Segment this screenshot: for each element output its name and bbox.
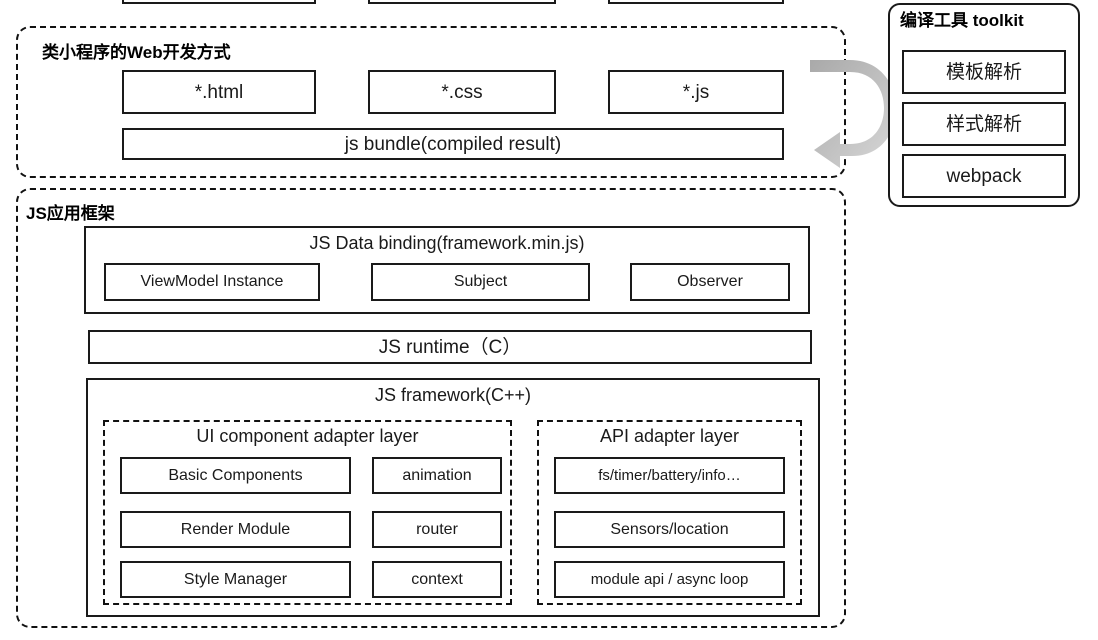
file-box-js-label: *.js <box>682 81 710 103</box>
cut-off-box-2 <box>368 0 556 4</box>
ui-adapter-item-render-module[interactable]: Render Module <box>120 511 351 548</box>
file-box-js[interactable]: *.js <box>608 70 784 114</box>
api-adapter-layer <box>537 420 802 605</box>
js-bundle-box[interactable]: js bundle(compiled result) <box>122 128 784 160</box>
js-bundle-label: js bundle(compiled result) <box>344 133 562 155</box>
api-adapter-item-module-api-async-loop-label: module api / async loop <box>590 571 749 588</box>
ui-adapter-item-router-label: router <box>416 520 458 538</box>
toolkit-item-webpack-label: webpack <box>946 165 1022 187</box>
ui-adapter-item-basic-components-label: Basic Components <box>168 466 303 484</box>
ui-adapter-item-style-manager-label: Style Manager <box>183 570 288 588</box>
cut-off-box-1 <box>122 0 316 4</box>
api-adapter-item-module-api-async-loop[interactable]: module api / async loop <box>554 561 785 598</box>
file-box-html-label: *.html <box>194 81 244 103</box>
file-box-html[interactable]: *.html <box>122 70 316 114</box>
ui-adapter-item-context[interactable]: context <box>372 561 502 598</box>
js-runtime-box[interactable]: JS runtime（C） <box>88 330 812 364</box>
file-box-css-label: *.css <box>441 81 483 103</box>
binding-item-subject-label: Subject <box>453 273 508 290</box>
ui-adapter-item-style-manager[interactable]: Style Manager <box>120 561 351 598</box>
js-framework-cpp-caption: JS framework(C++) <box>374 385 532 405</box>
toolkit-section-title: 编译工具 toolkit <box>900 11 1024 30</box>
ui-adapter-item-router[interactable]: router <box>372 511 502 548</box>
ui-adapter-item-basic-components[interactable]: Basic Components <box>120 457 351 494</box>
api-adapter-item-fs-timer-battery-info[interactable]: fs/timer/battery/info… <box>554 457 785 494</box>
ui-component-adapter-layer <box>103 420 512 605</box>
web-dev-section-title: 类小程序的Web开发方式 <box>42 43 231 62</box>
js-framework-section-title: JS应用框架 <box>26 204 115 223</box>
toolkit-item-template-parse-label: 模板解析 <box>945 61 1022 83</box>
api-adapter-item-fs-timer-battery-info-label: fs/timer/battery/info… <box>598 467 741 484</box>
api-adapter-item-sensors-location[interactable]: Sensors/location <box>554 511 785 548</box>
api-adapter-layer-caption: API adapter layer <box>599 426 740 446</box>
toolkit-item-style-parse[interactable]: 样式解析 <box>902 102 1066 146</box>
cut-off-box-3 <box>608 0 784 4</box>
toolkit-item-style-parse-label: 样式解析 <box>945 113 1022 135</box>
file-box-css[interactable]: *.css <box>368 70 556 114</box>
ui-adapter-item-context-label: context <box>411 570 463 588</box>
binding-item-observer-label: Observer <box>677 273 743 290</box>
toolkit-item-template-parse[interactable]: 模板解析 <box>902 50 1066 94</box>
binding-item-viewmodel-instance[interactable]: ViewModel Instance <box>104 263 320 301</box>
js-runtime-label: JS runtime（C） <box>378 336 522 358</box>
toolkit-item-webpack[interactable]: webpack <box>902 154 1066 198</box>
binding-item-subject[interactable]: Subject <box>371 263 590 301</box>
api-adapter-item-sensors-location-label: Sensors/location <box>610 520 729 538</box>
ui-adapter-item-animation[interactable]: animation <box>372 457 502 494</box>
js-data-binding-caption: JS Data binding(framework.min.js) <box>309 233 585 253</box>
binding-item-viewmodel-instance-label: ViewModel Instance <box>140 273 284 290</box>
binding-item-observer[interactable]: Observer <box>630 263 790 301</box>
ui-adapter-item-animation-label: animation <box>402 466 472 484</box>
ui-component-adapter-layer-caption: UI component adapter layer <box>196 426 419 446</box>
ui-adapter-item-render-module-label: Render Module <box>180 520 291 538</box>
js-framework-section <box>16 188 846 628</box>
